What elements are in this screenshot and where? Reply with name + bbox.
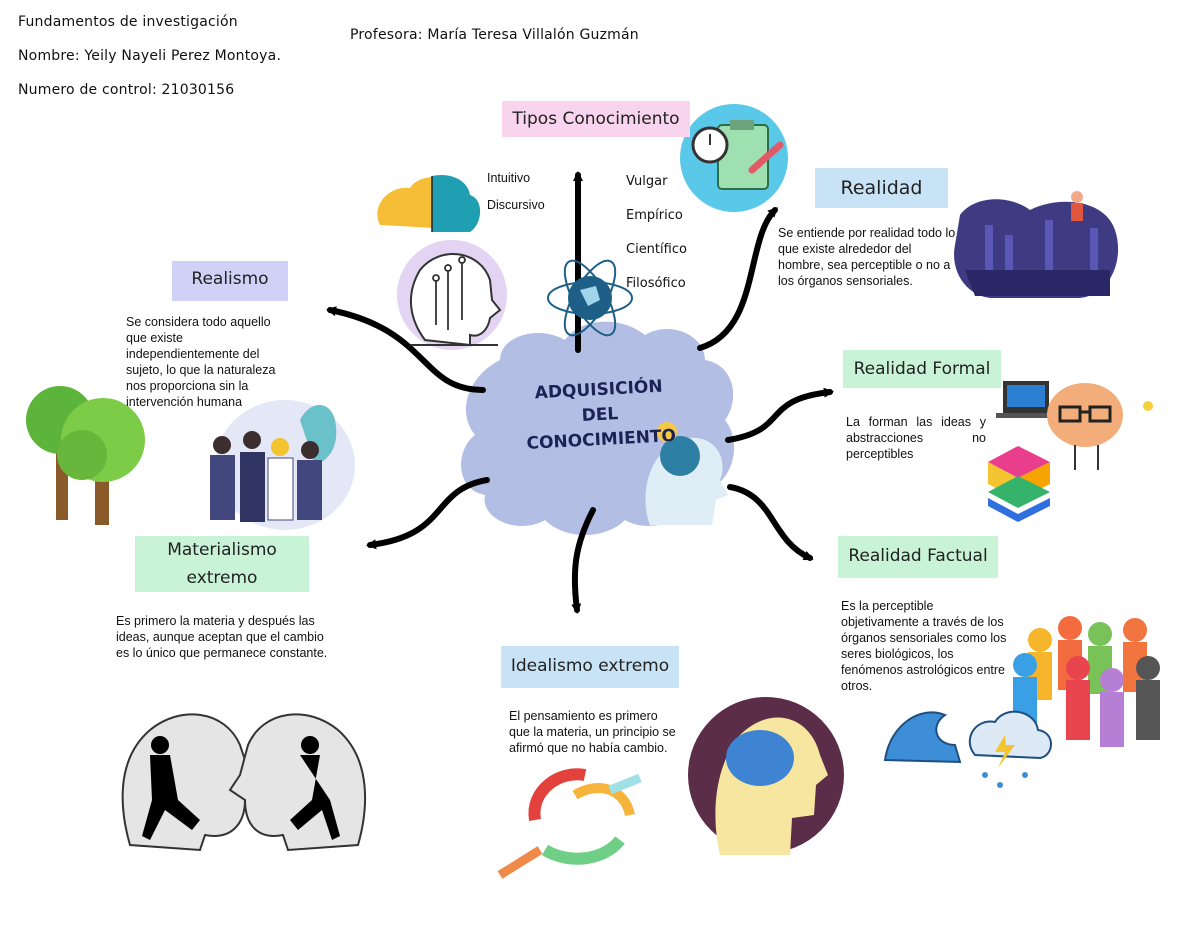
people-group-image	[210, 400, 355, 530]
control-number: Numero de control: 21030156	[18, 82, 235, 98]
tipos-item-empirico: Empírico	[626, 208, 683, 223]
arrow-to-realismo	[326, 306, 486, 393]
formal-title: Realidad Formal	[853, 359, 991, 379]
arrow-to-formal	[725, 387, 834, 443]
tipos-title: Tipos Conocimiento	[512, 109, 680, 129]
tipos-left-list: Intuitivo Discursivo	[487, 165, 545, 219]
realidad-title: Realidad	[840, 177, 923, 199]
realismo-description: Se considera todo aquello que existe ind…	[126, 315, 276, 409]
teacher-name: Profesora: María Teresa Villalón Guzmán	[350, 27, 639, 43]
student-name: Nombre: Yeily Nayeli Perez Montoya.	[18, 48, 282, 64]
central-title: ADQUISICIÓN DEL CONOCIMIENTO	[518, 374, 682, 457]
materialismo-description: Es primero la materia y después las idea…	[116, 614, 328, 660]
colored-people-image	[1013, 616, 1160, 747]
atom-globe-icon	[547, 259, 633, 337]
course-title: Fundamentos de investigación	[18, 14, 238, 30]
realismo-title: Realismo	[191, 269, 269, 289]
head-lightbulb-icon	[645, 422, 728, 525]
realismo-title-box: Realismo	[172, 261, 288, 301]
tipos-item-discursivo: Discursivo	[487, 198, 545, 212]
tipos-right-list: Vulgar Empírico Científico Filosófico	[626, 165, 687, 301]
night-landscape-image	[954, 191, 1119, 298]
idealismo-title: Idealismo extremo	[510, 656, 670, 676]
cycle-arrows-icon	[497, 768, 642, 879]
tipos-item-cientifico: Científico	[626, 242, 687, 257]
factual-description: Es la perceptible objetivamente a través…	[841, 599, 1007, 693]
materialismo-title-line2: extremo	[186, 568, 258, 588]
arrow-to-realidad	[697, 207, 778, 351]
brain-head-icon	[688, 697, 844, 855]
arrow-to-idealismo	[571, 507, 596, 614]
waves-icon	[883, 711, 962, 764]
materialismo-title-box: Materialismo extremo	[135, 536, 309, 592]
tipos-item-intuitivo: Intuitivo	[487, 171, 531, 185]
formal-description: La forman las ideas y abstracciones no p…	[846, 415, 986, 461]
tipos-item-filosofico: Filosófico	[626, 276, 686, 291]
two-heads-silhouette-image	[121, 713, 367, 852]
idealismo-title-box: Idealismo extremo	[501, 646, 679, 688]
tipos-title-box: Tipos Conocimiento	[502, 101, 690, 137]
materialismo-title-line1: Materialismo	[167, 540, 277, 560]
arrow-to-materialismo	[366, 477, 490, 550]
brain-glasses-icon	[1047, 383, 1153, 470]
colored-blocks-icon	[988, 446, 1050, 522]
realidad-description: Se entiende por realidad todo lo que exi…	[778, 226, 956, 288]
tipos-item-vulgar: Vulgar	[626, 174, 668, 189]
factual-title-box: Realidad Factual	[838, 536, 998, 578]
arrow-to-factual	[727, 484, 814, 561]
trees-image	[26, 386, 145, 525]
clipboard-stopwatch-icon	[680, 104, 788, 212]
storm-cloud-icon	[968, 710, 1052, 788]
factual-title: Realidad Factual	[848, 546, 988, 566]
brain-circuit-icon	[377, 174, 481, 232]
central-title-line1: ADQUISICIÓN DEL	[534, 376, 664, 426]
laptop-icon	[996, 381, 1056, 418]
head-circuit-icon	[397, 240, 507, 350]
realidad-title-box: Realidad	[815, 168, 948, 208]
formal-title-box: Realidad Formal	[843, 350, 1001, 388]
idealismo-description: El pensamiento es primero que la materia…	[509, 709, 676, 755]
